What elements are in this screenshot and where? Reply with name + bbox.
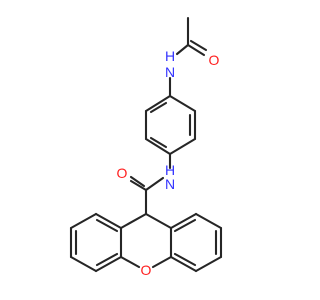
acetyl-cn-bond [175,43,190,56]
phenylene-ring [144,94,197,156]
carbonyl-bond-top [186,43,206,57]
structure-diagram: H N O H N O O [69,16,223,278]
carboxamide-group [129,175,165,216]
amide-co-bond-2 [129,175,146,188]
xanthene-oxygen: O [141,262,152,278]
amide-n-mid: N [165,176,175,192]
amide-nh-top-h: H [165,48,175,64]
acetyl-group [175,16,208,57]
xanthene-core [69,212,223,273]
amide-cn-bond [144,176,165,192]
carbonyl-bond-top-2 [189,39,208,52]
amide-co-bond-1 [129,179,148,192]
carboxamide-oxygen: O [117,165,128,181]
amide-nh-mid-h: H [165,162,175,178]
amide-n-top: N [165,64,175,80]
acetyl-oxygen: O [209,52,220,68]
molecule-drawing: H N O H N O O [69,16,223,278]
